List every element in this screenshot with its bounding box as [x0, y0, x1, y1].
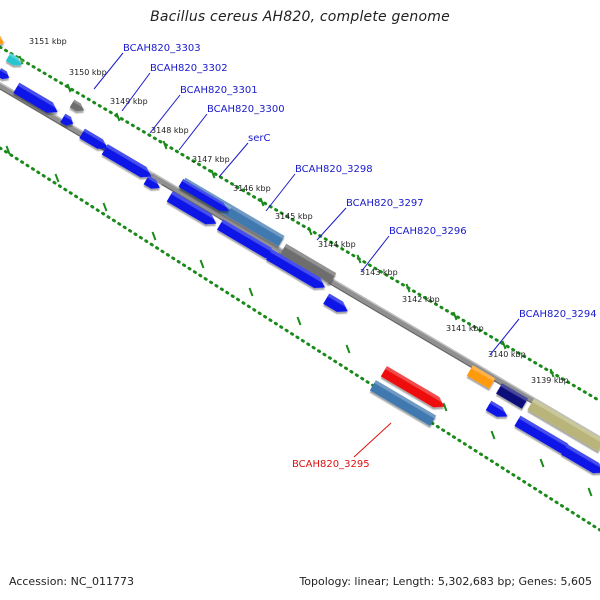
gene-feature-bcah820-3294[interactable]	[496, 383, 528, 409]
tick-3149-mark	[115, 112, 121, 122]
gene-feature-orange[interactable]	[466, 365, 496, 389]
gene-feature-bcah820-3301[interactable]	[79, 128, 111, 154]
upper-dotted-track	[0, 45, 600, 403]
gene-feature-bcah820-3303[interactable]	[13, 82, 61, 118]
gene-feature-serC[interactable]	[143, 175, 163, 193]
leader-line-bcah820_3294	[489, 318, 520, 356]
gene-feature-orange-top-edge[interactable]	[0, 32, 7, 48]
tick-3144-mark	[356, 254, 362, 264]
gene-feature-bcah820-3296a[interactable]	[166, 191, 220, 229]
tick-3150-mark	[66, 83, 72, 93]
tick-label-3145: 3145 kbp	[275, 212, 313, 221]
gene-label-bcah820_3295[interactable]: BCAH820_3295	[292, 459, 370, 470]
gene-label-bcah820_3298[interactable]: BCAH820_3298	[295, 164, 373, 175]
tick-3146-mark	[259, 197, 265, 207]
gene-feature-khaki[interactable]	[527, 398, 600, 452]
leader-line-bcah820_3296	[360, 235, 390, 273]
leader-line-bcah820_3301	[149, 94, 181, 134]
tick-label-3151: 3151 kbp	[29, 37, 67, 46]
lower-tick-mark	[102, 202, 108, 212]
gene-label-bcah820_3302[interactable]: BCAH820_3302	[150, 63, 228, 74]
gene-feature-blue-long[interactable]	[514, 415, 576, 459]
lower-tick-mark	[199, 259, 205, 269]
tick-label-3146: 3146 kbp	[233, 184, 271, 193]
tick-3140-mark	[549, 368, 555, 378]
genome-summary-text: Topology: linear; Length: 5,302,683 bp; …	[299, 575, 592, 588]
gene-feature-blue-short[interactable]	[485, 400, 511, 422]
gene-label-bcah820_3300[interactable]: BCAH820_3300	[207, 104, 285, 115]
lower-tick-mark	[587, 487, 593, 497]
tick-3143-mark	[405, 283, 411, 293]
gene-label-bcah820_3303[interactable]: BCAH820_3303	[123, 43, 201, 54]
gene-feature-bcah820-3296b[interactable]	[216, 219, 280, 262]
lower-tick-mark	[248, 287, 254, 297]
lower-dotted-track	[0, 146, 600, 532]
tick-label-3148: 3148 kbp	[151, 126, 189, 135]
leader-line-bcah820_3297	[316, 207, 347, 241]
gene-label-serc[interactable]: serC	[248, 133, 270, 144]
leader-line-bcah820_3303	[93, 52, 124, 90]
tick-label-3140: 3140 kbp	[488, 350, 526, 359]
gene-feature-bcah820-3297[interactable]	[279, 243, 337, 285]
leader-line-bcah820_3298	[265, 173, 296, 212]
gene-label-bcah820_3296[interactable]: BCAH820_3296	[389, 226, 467, 237]
leader-line-bcah820_3302	[121, 72, 151, 112]
gene-label-bcah820_3301[interactable]: BCAH820_3301	[180, 85, 258, 96]
lower-tick-mark	[5, 145, 11, 155]
tick-label-3141: 3141 kbp	[446, 324, 484, 333]
accession-text: Accession: NC_011773	[9, 575, 135, 588]
tick-3142-mark	[452, 311, 458, 321]
gene-feature-bcah820-3296c[interactable]	[265, 249, 329, 292]
gene-feature-cyan[interactable]	[5, 53, 25, 69]
tick-label-3150: 3150 kbp	[69, 68, 107, 77]
lower-tick-mark	[539, 458, 545, 468]
leader-line-serc	[218, 142, 249, 178]
leader-line-bcah820_3295	[353, 422, 392, 458]
tick-label-3147: 3147 kbp	[192, 155, 230, 164]
gene-feature-blue-edge[interactable]	[561, 444, 600, 478]
gene-label-bcah820_3297[interactable]: BCAH820_3297	[346, 198, 424, 209]
tick-label-3144: 3144 kbp	[318, 240, 356, 249]
lower-tick-mark	[296, 316, 302, 326]
lower-tick-mark	[54, 173, 60, 183]
gene-feature-bcah820-3295-steel[interactable]	[369, 380, 437, 426]
gene-feature-bcah820-3298-overlay[interactable]	[178, 178, 232, 215]
gene-feature-bcah820-3302[interactable]	[60, 113, 76, 129]
tick-3147-mark	[210, 169, 216, 179]
lower-tick-mark	[151, 231, 157, 241]
tick-3141-mark	[501, 340, 507, 350]
gene-feature-bcah820-3295[interactable]	[380, 366, 448, 412]
lower-tick-mark	[490, 430, 496, 440]
tick-3148-mark	[162, 140, 168, 150]
tracks-layer	[0, 45, 600, 532]
tick-3145-mark	[307, 226, 313, 236]
gene-feature-upper-left-edge[interactable]	[0, 68, 12, 82]
lower-tick-mark	[345, 344, 351, 354]
map-title: Bacillus cereus AH820, complete genome	[150, 9, 450, 25]
gene-feature-gray-small[interactable]	[69, 99, 87, 115]
tick-label-3139: 3139 kbp	[531, 376, 569, 385]
gene-label-bcah820_3294[interactable]: BCAH820_3294	[519, 309, 597, 320]
gene-feature-bcah820-3296d[interactable]	[323, 293, 351, 316]
tick-label-3143: 3143 kbp	[360, 268, 398, 277]
tick-label-3142: 3142 kbp	[402, 295, 440, 304]
lower-tick-mark	[442, 402, 448, 412]
features-layer	[0, 32, 600, 478]
gene-feature-bcah820-3300[interactable]	[101, 144, 155, 182]
leader-line-bcah820_3300	[178, 113, 208, 151]
